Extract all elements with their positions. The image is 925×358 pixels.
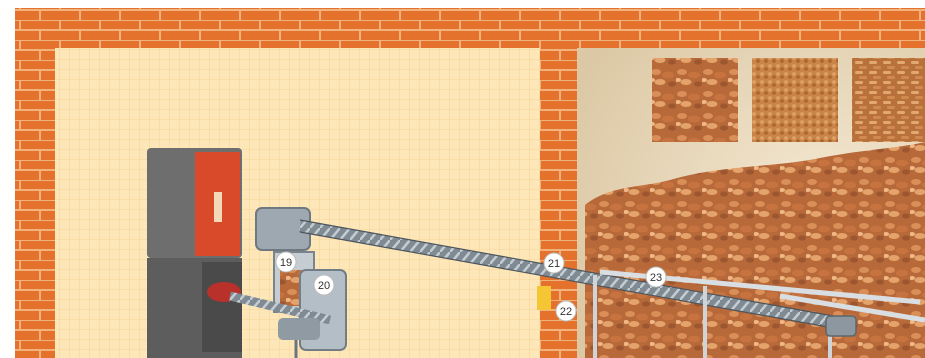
callout-21-label: 21 bbox=[548, 258, 560, 270]
callout-22-label: 22 bbox=[560, 306, 572, 318]
callout-19: 19 bbox=[276, 252, 296, 272]
fuel-samples bbox=[652, 58, 925, 142]
callout-21: 21 bbox=[544, 253, 564, 273]
pellets-sample bbox=[852, 58, 925, 142]
conveyor-end-bearing bbox=[826, 316, 856, 336]
stoker-motor-lower bbox=[278, 318, 320, 340]
boiler-door bbox=[202, 262, 242, 352]
granules-sample bbox=[752, 58, 838, 142]
callout-20-label: 20 bbox=[318, 280, 330, 292]
brick-wall-left bbox=[15, 8, 55, 358]
boiler-brand-label bbox=[214, 192, 222, 222]
callout-20: 20 bbox=[314, 275, 334, 295]
callout-23: 23 bbox=[646, 267, 666, 287]
callout-23-label: 23 bbox=[650, 272, 662, 284]
callout-22: 22 bbox=[556, 301, 576, 321]
callout-19-label: 19 bbox=[280, 257, 292, 269]
boiler bbox=[147, 148, 242, 358]
wall-penetration-seal bbox=[537, 286, 551, 310]
brick-wall-top bbox=[15, 8, 925, 48]
wood-chips-sample bbox=[652, 58, 738, 142]
